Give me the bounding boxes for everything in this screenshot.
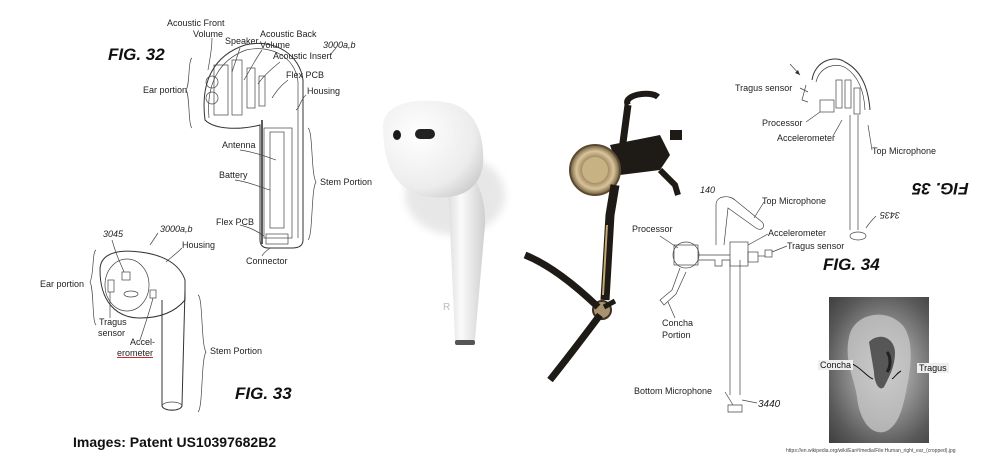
fig35-label-accelerometer: Accelerometer <box>777 133 836 143</box>
fig34-label-top-microphone: Top Microphone <box>762 196 827 206</box>
fig34-title: FIG. 34 <box>823 255 880 274</box>
fig32-label-ear-portion: Ear portion <box>143 85 188 95</box>
ear-shape <box>846 314 911 433</box>
fig34-label-bottom-microphone: Bottom Microphone <box>634 386 713 396</box>
fig34-ref-bottom: 3440 <box>758 399 781 410</box>
fig33-label-tragus-2: sensor <box>98 328 126 338</box>
fig32-label-acoustic-back-2: Volume <box>260 40 291 50</box>
fig32-label-connector: Connector <box>246 256 288 266</box>
airpod-photo-shape: R <box>383 100 505 346</box>
fig32-label-housing: Housing <box>307 86 341 96</box>
fig33-label-accel-1: Accel- <box>130 337 156 347</box>
fig34-ref-main: 140 <box>700 185 716 195</box>
fig33-ref-number: 3000a,b <box>160 224 193 234</box>
fig34-label-tragus-sensor: Tragus sensor <box>787 241 845 251</box>
fig33-ref-part: 3045 <box>103 229 124 239</box>
fig35-label-processor: Processor <box>762 118 803 128</box>
teardown-flex-assembly <box>523 90 682 383</box>
fig32-label-acoustic-front-1: Acoustic Front <box>167 18 225 28</box>
fig32-ref-number: 3000a,b <box>323 40 356 50</box>
fig32-label-acoustic-insert: Acoustic Insert <box>273 51 333 61</box>
fig33-label-stem-portion: Stem Portion <box>210 346 263 356</box>
ear-label-concha: Concha <box>818 360 854 370</box>
ear-photo-image <box>829 297 929 443</box>
fig32-label-stem-portion: Stem Portion <box>320 177 373 187</box>
fig32-label-flex-pcb-bottom: Flex PCB <box>216 217 255 227</box>
fig32-label-speaker: Speaker <box>225 36 259 46</box>
fig35-label-top-microphone: Top Microphone <box>872 146 937 156</box>
fig34-label-processor: Processor <box>632 224 673 234</box>
fig33-title: FIG. 33 <box>235 384 292 403</box>
fig34-label-concha-1: Concha <box>662 318 694 328</box>
image-caption: Images: Patent US10397682B2 <box>73 434 277 450</box>
fig33-label-tragus-1: Tragus <box>99 317 127 327</box>
fig32-label-acoustic-front-2: Volume <box>193 29 224 39</box>
ear-photo-source-url: https://en.wikipedia.org/wiki/Ear#/media… <box>786 448 956 454</box>
fig32-label-battery: Battery <box>219 170 248 180</box>
fig35-label-tragus-sensor: Tragus sensor <box>735 83 793 93</box>
fig33-label-accel-2: erometer <box>117 348 154 358</box>
fig33-label-ear-portion: Ear portion <box>40 279 85 289</box>
fig33-label-housing: Housing <box>182 240 216 250</box>
fig32-title: FIG. 32 <box>108 45 165 64</box>
ear-label-tragus: Tragus <box>917 363 949 373</box>
fig32-label-acoustic-back-1: Acoustic Back <box>260 29 317 39</box>
fig32-label-antenna: Antenna <box>222 140 256 150</box>
fig34-label-concha-2: Portion <box>662 330 691 340</box>
fig32-label-flex-pcb-top: Flex PCB <box>286 70 325 80</box>
airpod-r-marking: R <box>443 302 450 313</box>
fig34-label-accelerometer: Accelerometer <box>768 228 827 238</box>
